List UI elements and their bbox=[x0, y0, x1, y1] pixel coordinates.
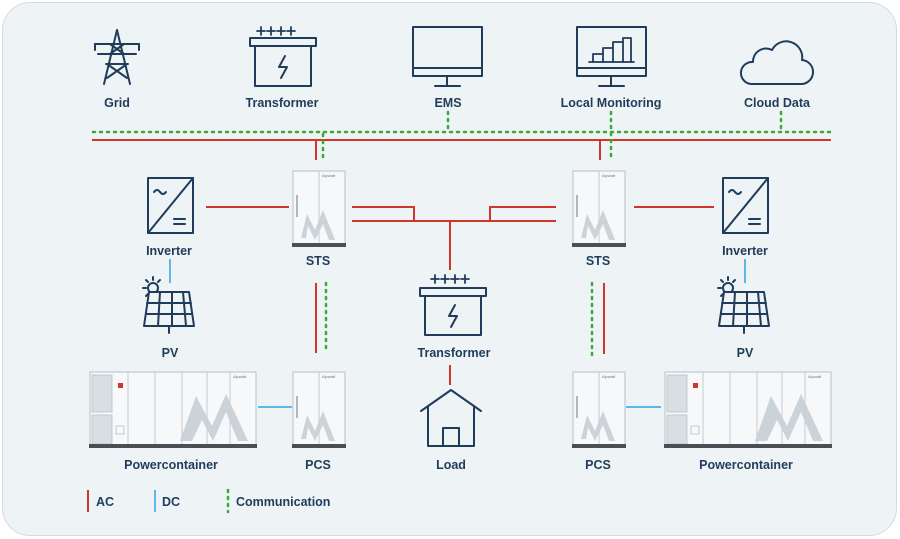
pv-left-label: PV bbox=[162, 346, 179, 360]
transformer-icon bbox=[249, 26, 317, 87]
transformer-center-icon bbox=[419, 274, 487, 336]
pcs-left-label: PCS bbox=[305, 458, 331, 472]
transformer-center-label: Transformer bbox=[418, 346, 491, 360]
legend-dc-label: DC bbox=[162, 495, 180, 509]
local-monitoring-label: Local Monitoring bbox=[561, 96, 662, 110]
inverter-right-icon bbox=[722, 177, 769, 234]
legend-ac-label: AC bbox=[96, 495, 114, 509]
grid-label: Grid bbox=[104, 96, 130, 110]
sts-left-cabinet: Alpwatt bbox=[292, 170, 346, 247]
powercontainer-left-brand: Alpwatt bbox=[233, 374, 247, 379]
powercontainer-left-label: Powercontainer bbox=[124, 458, 218, 472]
pcs-right-cabinet: Alpwatt bbox=[572, 371, 626, 448]
solar-panel-right-icon bbox=[717, 276, 770, 334]
inverter-left-label: Inverter bbox=[146, 244, 192, 258]
sts-right-brand: Alpwatt bbox=[602, 173, 616, 178]
ems-label: EMS bbox=[434, 96, 461, 110]
inverter-left-icon bbox=[147, 177, 194, 234]
powercontainer-right-brand: Alpwatt bbox=[808, 374, 822, 379]
pcs-left-brand: Alpwatt bbox=[322, 374, 336, 379]
monitor-icon bbox=[412, 26, 483, 87]
transformer-top-label: Transformer bbox=[246, 96, 319, 110]
powercontainer-right-label: Powercontainer bbox=[699, 458, 793, 472]
pv-right-label: PV bbox=[737, 346, 754, 360]
inverter-right-label: Inverter bbox=[722, 244, 768, 258]
monitoring-chart-icon bbox=[576, 26, 647, 87]
cloud-icon bbox=[739, 40, 814, 86]
house-icon bbox=[420, 389, 482, 447]
connections bbox=[91, 110, 833, 408]
sts-left-label: STS bbox=[306, 254, 330, 268]
powercontainer-left: Alpwatt bbox=[89, 371, 257, 448]
pcs-right-label: PCS bbox=[585, 458, 611, 472]
solar-panel-left-icon bbox=[142, 276, 195, 334]
pcs-right-brand: Alpwatt bbox=[602, 374, 616, 379]
cloud-data-label: Cloud Data bbox=[744, 96, 811, 110]
load-label: Load bbox=[436, 458, 466, 472]
ac-sts-interlink bbox=[352, 206, 556, 222]
transmission-tower-icon bbox=[94, 29, 140, 85]
powercontainer-right: Alpwatt bbox=[664, 371, 832, 448]
pcs-left-cabinet: Alpwatt bbox=[292, 371, 346, 448]
sts-left-brand: Alpwatt bbox=[322, 173, 336, 178]
sts-right-label: STS bbox=[586, 254, 610, 268]
legend-communication-label: Communication bbox=[236, 495, 330, 509]
sts-right-cabinet: Alpwatt bbox=[572, 170, 626, 247]
legend: AC DC Communication bbox=[87, 488, 330, 514]
